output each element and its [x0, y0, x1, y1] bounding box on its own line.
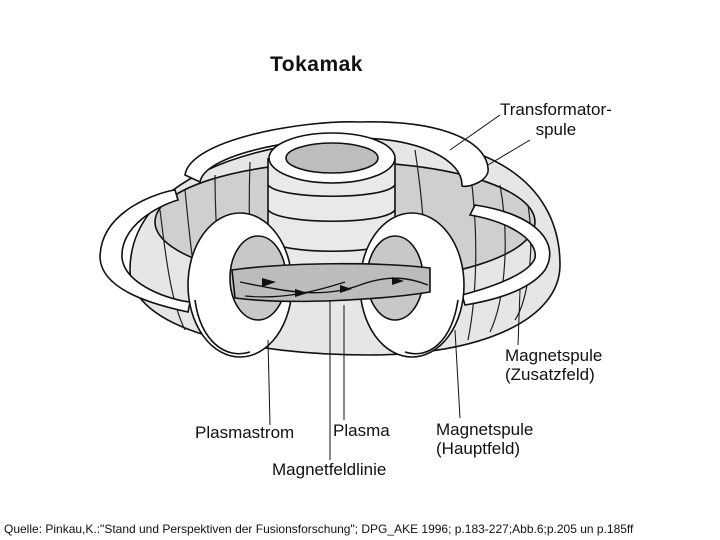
- plasmastrom-label: Plasmastrom: [195, 423, 295, 442]
- magnetfeldlinie-label: Magnetfeldlinie: [272, 460, 387, 479]
- zusatz-coil-label-line1: Magnetspule: [505, 346, 603, 365]
- zusatz-coil-label-line2: (Zusatzfeld): [505, 365, 595, 384]
- haupt-coil-label-line2: (Hauptfeld): [436, 439, 521, 458]
- zusatz-coil-label: Magnetspule (Zusatzfeld): [505, 346, 602, 384]
- transformator-label-line2: spule: [535, 120, 577, 139]
- transformator-label: Transformator- spule: [500, 100, 612, 140]
- leader-lines: [267, 114, 531, 460]
- page-title: Tokamak: [270, 53, 363, 76]
- haupt-coil-label-line1: Magnetspule: [436, 420, 534, 439]
- source-citation: Quelle: Pinkau,K.:"Stand und Perspektive…: [4, 522, 634, 536]
- plasma-label: Plasma: [333, 421, 390, 440]
- transformator-label-line1: Transformator-: [500, 100, 612, 119]
- plasma-band: [231, 262, 431, 303]
- outer-zusatz-ring: [99, 189, 191, 313]
- haupt-coil-label: Magnetspule (Hauptfeld): [436, 420, 533, 458]
- field-line-arrows: [262, 277, 404, 297]
